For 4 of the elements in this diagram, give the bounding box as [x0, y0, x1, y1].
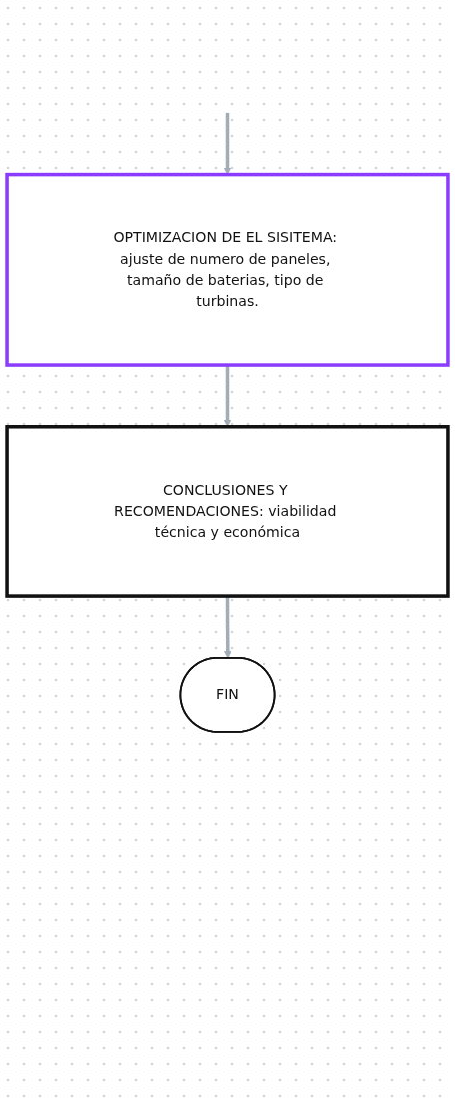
arrow	[223, 112, 232, 175]
arrow	[223, 596, 232, 659]
node-box: CONCLUSIONES Y RECOMENDACIONES: viabilidad técnica y económica	[5, 425, 450, 598]
node-box: OPTIMIZACION DE EL SISITEMA: ajuste de numero de paneles, tamaño de baterias, tipo de turbinas.	[5, 172, 450, 367]
